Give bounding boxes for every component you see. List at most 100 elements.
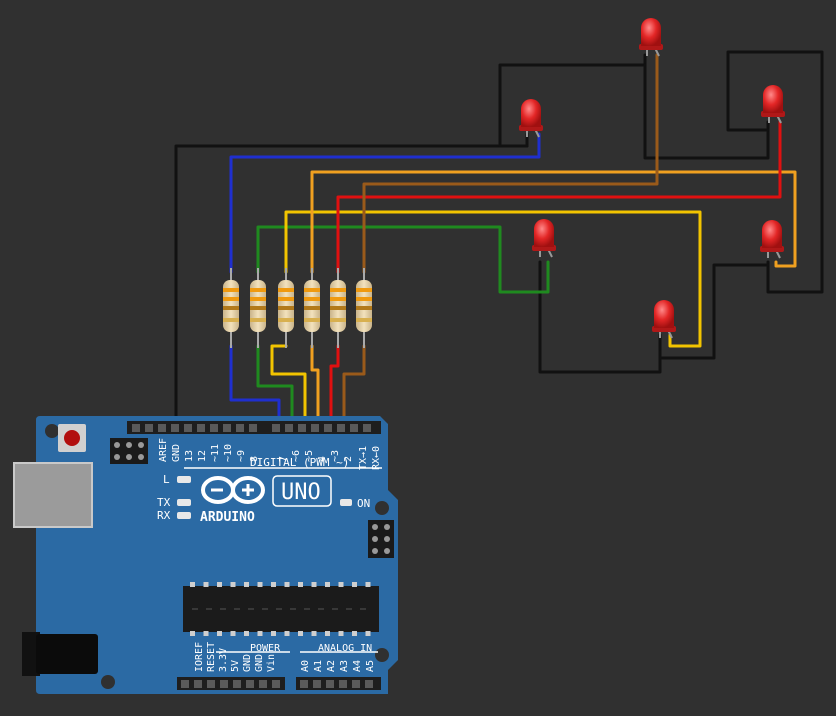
header-pin[interactable] xyxy=(220,680,228,688)
pin-label: 4 xyxy=(317,456,328,462)
chip-pin xyxy=(325,631,330,636)
header-pin[interactable] xyxy=(285,424,293,432)
model-name: UNO xyxy=(281,480,321,505)
resistor-6[interactable] xyxy=(356,268,372,348)
header-pin[interactable] xyxy=(339,680,347,688)
label-ON: ON xyxy=(357,497,370,510)
mount-hole xyxy=(45,424,59,438)
wire-gnd-led3b[interactable] xyxy=(726,50,824,294)
header-pin[interactable] xyxy=(233,680,241,688)
header-pin[interactable] xyxy=(145,424,153,432)
wire-gnd-led3[interactable] xyxy=(643,63,770,160)
header-pin[interactable] xyxy=(132,424,140,432)
brand-name: ARDUINO xyxy=(200,510,255,525)
pin-label: ~5 xyxy=(304,450,315,462)
chip-pin xyxy=(203,631,209,636)
arduino-logo xyxy=(201,476,265,504)
header-pin[interactable] xyxy=(210,424,218,432)
header-pin[interactable] xyxy=(223,424,231,432)
pin-label: ~10 xyxy=(223,444,234,462)
header-pin[interactable] xyxy=(194,680,202,688)
chip-pin xyxy=(271,582,276,587)
wire-green-top[interactable] xyxy=(256,225,550,294)
dc-power-jack xyxy=(22,632,98,676)
resistor-3[interactable] xyxy=(278,268,294,348)
resistor-2[interactable] xyxy=(250,268,266,348)
header-pin[interactable] xyxy=(207,680,215,688)
chip-pin xyxy=(284,631,290,636)
pin-label: 7 xyxy=(278,456,289,462)
header-pin[interactable] xyxy=(272,680,280,688)
header-pin[interactable] xyxy=(350,424,358,432)
wire-gnd-led4[interactable] xyxy=(538,260,662,374)
header-pin[interactable] xyxy=(363,424,371,432)
led-2[interactable] xyxy=(639,18,663,57)
reset-button[interactable] xyxy=(58,424,86,452)
resistor-1[interactable] xyxy=(223,268,239,348)
chip-pin xyxy=(298,582,303,587)
header-pin[interactable] xyxy=(365,680,373,688)
wire-blue-bottom[interactable] xyxy=(229,344,281,430)
usb-connector xyxy=(14,463,92,527)
pin-label: A4 xyxy=(352,660,363,672)
led-5[interactable] xyxy=(760,220,784,259)
led-3[interactable] xyxy=(761,85,785,124)
wire-gnd-main[interactable] xyxy=(174,132,529,430)
header-pin[interactable] xyxy=(158,424,166,432)
pin-label: AREF xyxy=(158,438,169,462)
header-pin[interactable] xyxy=(300,680,308,688)
header-pin[interactable] xyxy=(326,680,334,688)
wire-red-top[interactable] xyxy=(336,120,782,274)
header-pin[interactable] xyxy=(324,424,332,432)
pin-label: 8 xyxy=(249,456,260,462)
header-pin[interactable] xyxy=(236,424,244,432)
wire-gnd-led5[interactable] xyxy=(658,263,770,360)
wire-green-bottom[interactable] xyxy=(256,344,294,430)
icsp-header-top xyxy=(110,438,148,464)
wire-orange-top[interactable] xyxy=(310,170,797,274)
pin-label: 5V xyxy=(230,660,241,672)
mount-hole xyxy=(375,501,389,515)
wire-yellow-bottom[interactable] xyxy=(270,344,307,430)
chip-pin xyxy=(352,631,357,636)
wire-orange-bottom[interactable] xyxy=(310,344,320,430)
header-pin[interactable] xyxy=(352,680,360,688)
pin-label: ~9 xyxy=(236,450,247,462)
header-pin[interactable] xyxy=(311,424,319,432)
pin-label: A1 xyxy=(313,660,324,672)
header-pin[interactable] xyxy=(313,680,321,688)
led-4[interactable] xyxy=(532,219,556,258)
header-pin[interactable] xyxy=(298,424,306,432)
resistor-4[interactable] xyxy=(304,268,320,348)
led-6[interactable] xyxy=(652,300,676,339)
chip-pin xyxy=(190,631,195,636)
pin-label: GND xyxy=(254,654,265,672)
resistor-bank xyxy=(223,268,372,348)
header-pin[interactable] xyxy=(181,680,189,688)
wire-brown-top[interactable] xyxy=(362,53,659,274)
header-pin[interactable] xyxy=(246,680,254,688)
wire-yellow-top[interactable] xyxy=(284,210,702,348)
chip-pin xyxy=(365,582,371,587)
label-L: L xyxy=(163,473,170,486)
header-pin[interactable] xyxy=(171,424,179,432)
pin-label: ~3 xyxy=(330,450,341,462)
header-pin[interactable] xyxy=(197,424,205,432)
wire-red-bottom[interactable] xyxy=(329,344,340,430)
chip-pin xyxy=(271,631,276,636)
wire-gnd-led2[interactable] xyxy=(498,53,647,148)
led-1[interactable] xyxy=(519,99,543,138)
wire-blue-top[interactable] xyxy=(229,132,541,274)
pin-label: 2 xyxy=(343,456,354,462)
header-pin[interactable] xyxy=(259,680,267,688)
chip-pin xyxy=(244,582,249,587)
header-pin[interactable] xyxy=(184,424,192,432)
wire-brown-bottom[interactable] xyxy=(342,344,366,430)
header-pin[interactable] xyxy=(337,424,345,432)
uno-badge xyxy=(272,475,332,507)
resistor-5[interactable] xyxy=(330,268,346,348)
header-pin[interactable] xyxy=(249,424,257,432)
header-pin[interactable] xyxy=(272,424,280,432)
